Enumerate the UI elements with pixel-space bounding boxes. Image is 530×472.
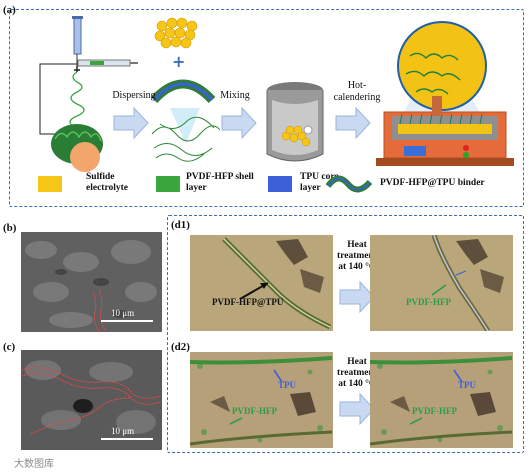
arrow-right-icon <box>221 106 257 140</box>
watermark: 大数图库 <box>14 459 54 470</box>
annotation-pvdf-hfp-d2-before: PVDF-HFP <box>232 406 277 416</box>
panel-label-d1: (d1) <box>171 219 190 231</box>
legend-label-pvdf: PVDF-HFP shell layer <box>186 172 254 193</box>
sulfide-particles-icon <box>154 17 198 49</box>
legend: Sulfide electrolyte PVDF-HFP shell layer… <box>38 172 508 202</box>
tpu-core-swatch <box>268 176 292 192</box>
heat-line1: Heat <box>347 240 367 250</box>
scale-bar-c <box>101 438 153 440</box>
plus-icon: + <box>172 52 186 71</box>
annotation-pvdf-hfp-d1: PVDF-HFP <box>406 297 451 307</box>
heat-treatment-label-d1: Heat treatment at 140 °C <box>333 240 381 273</box>
mixing-label: Mixing <box>220 90 250 101</box>
arrow-right-icon <box>335 106 371 140</box>
electrospinning-illustration <box>39 16 138 172</box>
optical-image-d2-before: TPU PVDF-HFP <box>190 352 333 448</box>
legend-label-tpu: TPU core layer <box>300 172 339 193</box>
hot-calendering-label: Hot-calendering <box>332 80 382 104</box>
sulfide-electrolyte-swatch <box>38 176 62 192</box>
annotation-pvdf-hfp-d2-after: PVDF-HFP <box>412 406 457 416</box>
panel-label-d2: (d2) <box>171 341 190 353</box>
scale-bar-b <box>101 320 153 322</box>
heat-treatment-label-d2: Heat treatment at 140 °C <box>333 357 381 390</box>
optical-image-d2-after: TPU PVDF-HFP <box>370 352 513 448</box>
legend-label-sulfide: Sulfide electrolyte <box>86 172 129 193</box>
heat-line3-d2: at 140 °C <box>338 379 376 389</box>
pvdf-hfp-swatch <box>156 176 180 192</box>
sem-image-b: 10 μm <box>21 232 162 332</box>
legend-label-binder: PVDF-HFP@TPU binder <box>380 178 485 188</box>
heat-line2: treatment <box>337 251 377 261</box>
arrow-right-icon <box>339 280 375 314</box>
mixing-jar-illustration <box>266 82 324 162</box>
optical-panel <box>167 215 524 453</box>
annotation-tpu-d2-before: TPU <box>278 380 296 390</box>
arrow-right-icon <box>339 392 375 426</box>
dispersed-fibers-illustration <box>151 108 220 162</box>
hot-calendering-text: Hot-calendering <box>333 80 381 103</box>
heat-line2-d2: treatment <box>337 368 377 378</box>
binder-fiber-icon <box>326 175 372 193</box>
core-shell-fiber-illustration <box>150 79 216 104</box>
optical-image-d1-after: PVDF-HFP <box>370 235 513 331</box>
optical-image-d1-before: PVDF-HFP@TPU <box>190 235 333 331</box>
panel-label-b: (b) <box>3 222 17 234</box>
annotation-tpu-d2-after: TPU <box>458 380 476 390</box>
process-panel <box>9 9 524 207</box>
scale-label-b: 10 μm <box>111 308 135 318</box>
heat-line3: at 140 °C <box>338 262 376 272</box>
dispersing-label: Dispersing <box>112 90 156 101</box>
hot-calender-machine-illustration <box>376 21 514 166</box>
arrow-right-icon <box>113 106 149 140</box>
scale-label-c: 10 μm <box>111 426 135 436</box>
heat-line1-d2: Heat <box>347 357 367 367</box>
annotation-pvdf-tpu: PVDF-HFP@TPU <box>212 297 284 307</box>
panel-label-c: (c) <box>3 341 16 353</box>
sem-image-c: 10 μm <box>21 350 162 450</box>
